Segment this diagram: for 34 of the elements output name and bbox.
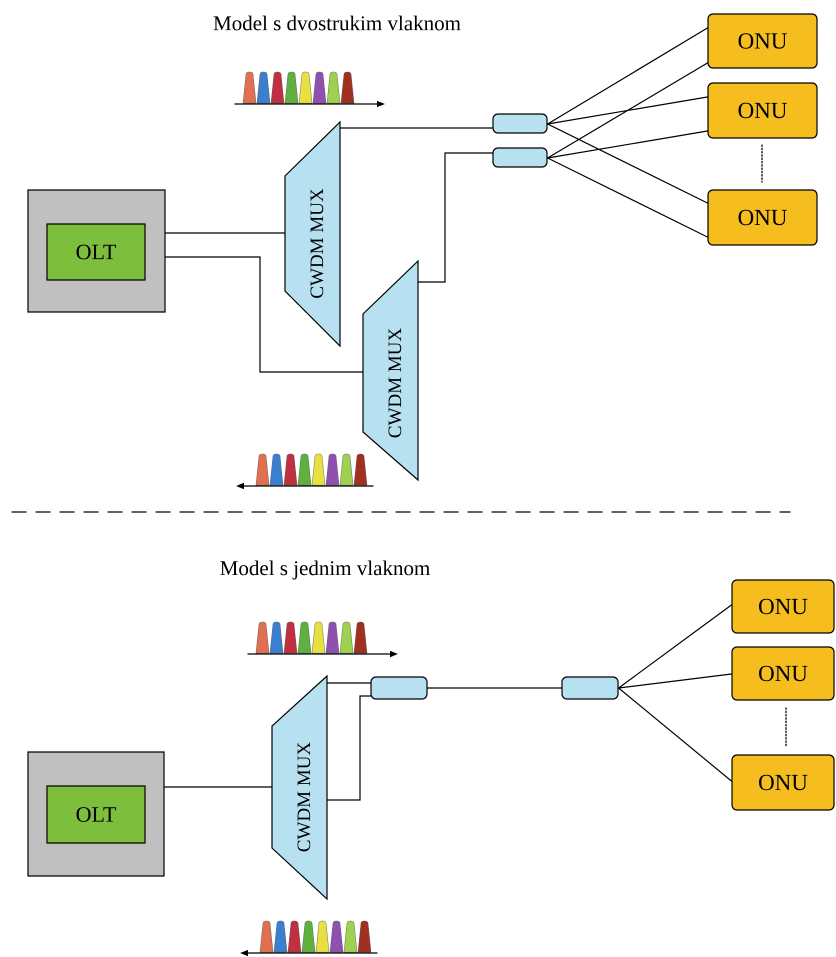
fiber-line [418, 152, 493, 283]
splitter [561, 676, 619, 700]
fiber-line [547, 27, 708, 125]
fiber-line [547, 123, 708, 204]
olt-box: OLT [46, 223, 146, 281]
onu-box: ONU [731, 579, 835, 634]
fiber-line [547, 96, 708, 125]
onu-box: ONU [707, 13, 818, 69]
fiber-line [165, 256, 364, 373]
splitter [370, 676, 428, 700]
onu-box: ONU [731, 646, 835, 701]
fiber-line [547, 157, 708, 238]
onu-box: ONU [707, 82, 818, 139]
fiber-line [165, 232, 286, 234]
multiplexer: CWDM MUX [271, 674, 328, 900]
splitter [492, 147, 548, 168]
fiber-line [326, 682, 371, 684]
multiplexer: CWDM MUX [284, 120, 341, 348]
multiplexer: CWDM MUX [362, 260, 419, 482]
fiber-line [340, 127, 493, 129]
splitter [492, 113, 548, 134]
onu-box: ONU [731, 754, 835, 811]
fiber-line [164, 786, 272, 788]
fiber-line [618, 604, 732, 689]
olt-box: OLT [46, 785, 146, 844]
fiber-line [427, 687, 562, 689]
onu-box: ONU [707, 189, 818, 246]
section-heading: Model s jednim vlaknom [220, 560, 430, 580]
section-heading: Model s dvostrukim vlaknom [214, 16, 461, 30]
fiber-line [618, 687, 732, 782]
fiber-line [547, 130, 708, 159]
fiber-line [326, 695, 371, 801]
fiber-line [618, 673, 732, 689]
fiber-line [547, 62, 708, 159]
